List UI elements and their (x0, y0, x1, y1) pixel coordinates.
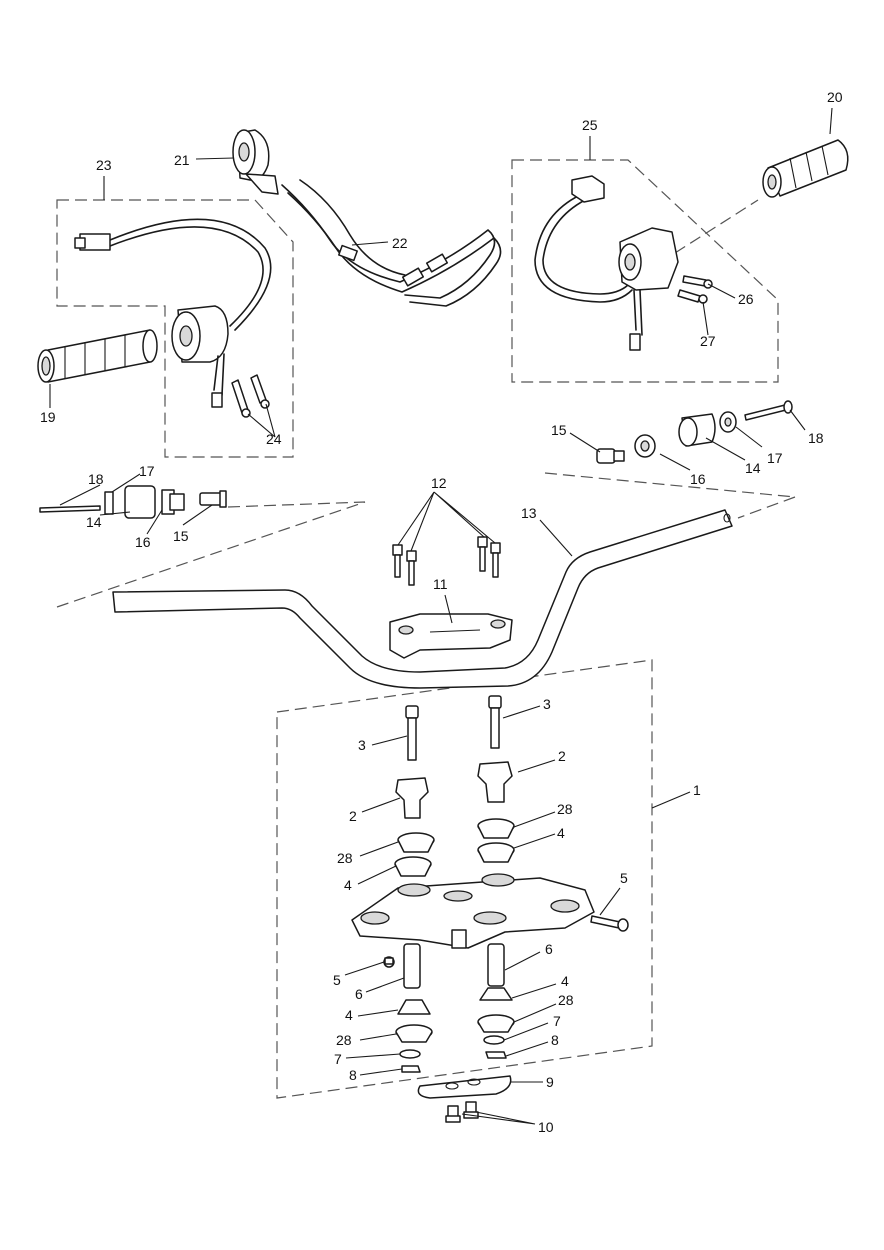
callout-7: 7 (553, 1013, 561, 1029)
callout-25: 25 (582, 117, 598, 133)
bar-end-left (39, 485, 227, 519)
left-grip (37, 329, 158, 383)
callout-10: 10 (538, 1119, 554, 1135)
projection-line-left-end (56, 501, 366, 608)
right-grip (762, 139, 849, 198)
callout-18: 18 (88, 471, 104, 487)
clamp-bolts (392, 536, 501, 586)
callout-4: 4 (344, 877, 352, 893)
callout-4: 4 (561, 973, 569, 989)
callout-14: 14 (745, 460, 761, 476)
callout-16: 16 (135, 534, 151, 550)
callout-6: 6 (545, 941, 553, 957)
handlebar (112, 509, 733, 689)
callout-labels: 1 2 2 3 3 28 28 4 4 5 5 6 6 4 4 28 28 7 … (40, 89, 843, 1135)
yoke-assembly (351, 695, 629, 1123)
projection-line-grip-right (674, 199, 759, 254)
bar-end-right (596, 400, 793, 464)
callout-21: 21 (174, 152, 190, 168)
callout-24: 24 (266, 431, 282, 447)
group-box-left-switch (56, 199, 294, 458)
callout-22: 22 (392, 235, 408, 251)
callout-4: 4 (557, 825, 565, 841)
handlebar-clamp (389, 613, 513, 659)
callout-28: 28 (557, 801, 573, 817)
callout-2: 2 (558, 748, 566, 764)
right-switch-cube (534, 175, 679, 351)
callout-15: 15 (551, 422, 567, 438)
callout-20: 20 (827, 89, 843, 105)
callout-5: 5 (620, 870, 628, 886)
callout-8: 8 (551, 1032, 559, 1048)
callout-11: 11 (433, 576, 448, 592)
left-switch-screws (231, 374, 270, 418)
callout-3: 3 (543, 696, 551, 712)
left-switch-cube (74, 218, 272, 408)
callout-12: 12 (431, 475, 447, 491)
callout-28: 28 (558, 992, 574, 1008)
callout-19: 19 (40, 409, 56, 425)
callout-16: 16 (690, 471, 706, 487)
callout-1: 1 (693, 782, 701, 798)
callout-4: 4 (345, 1007, 353, 1023)
projection-line-left-weight (227, 501, 366, 508)
callout-18: 18 (808, 430, 824, 446)
callout-8: 8 (349, 1067, 357, 1083)
callout-3: 3 (358, 737, 366, 753)
callout-9: 9 (546, 1074, 554, 1090)
projection-line-right-end (737, 496, 796, 519)
callout-27: 27 (700, 333, 716, 349)
callout-28: 28 (336, 1032, 352, 1048)
callout-23: 23 (96, 157, 112, 173)
projection-line-right-weight (544, 472, 796, 498)
leader-lines (49, 107, 833, 1125)
callout-6: 6 (355, 986, 363, 1002)
callout-17: 17 (139, 463, 155, 479)
callout-2: 2 (349, 808, 357, 824)
throttle-pulley-and-cables (232, 129, 502, 307)
group-box-yoke-assembly (276, 659, 653, 1099)
callout-26: 26 (738, 291, 754, 307)
callout-7: 7 (334, 1051, 342, 1067)
callout-15: 15 (173, 528, 189, 544)
group-box-right-switch (511, 159, 779, 383)
callout-14: 14 (86, 514, 102, 530)
callout-13: 13 (521, 505, 537, 521)
callout-5: 5 (333, 972, 341, 988)
callout-17: 17 (767, 450, 783, 466)
callout-28: 28 (337, 850, 353, 866)
right-switch-screws (677, 275, 713, 304)
